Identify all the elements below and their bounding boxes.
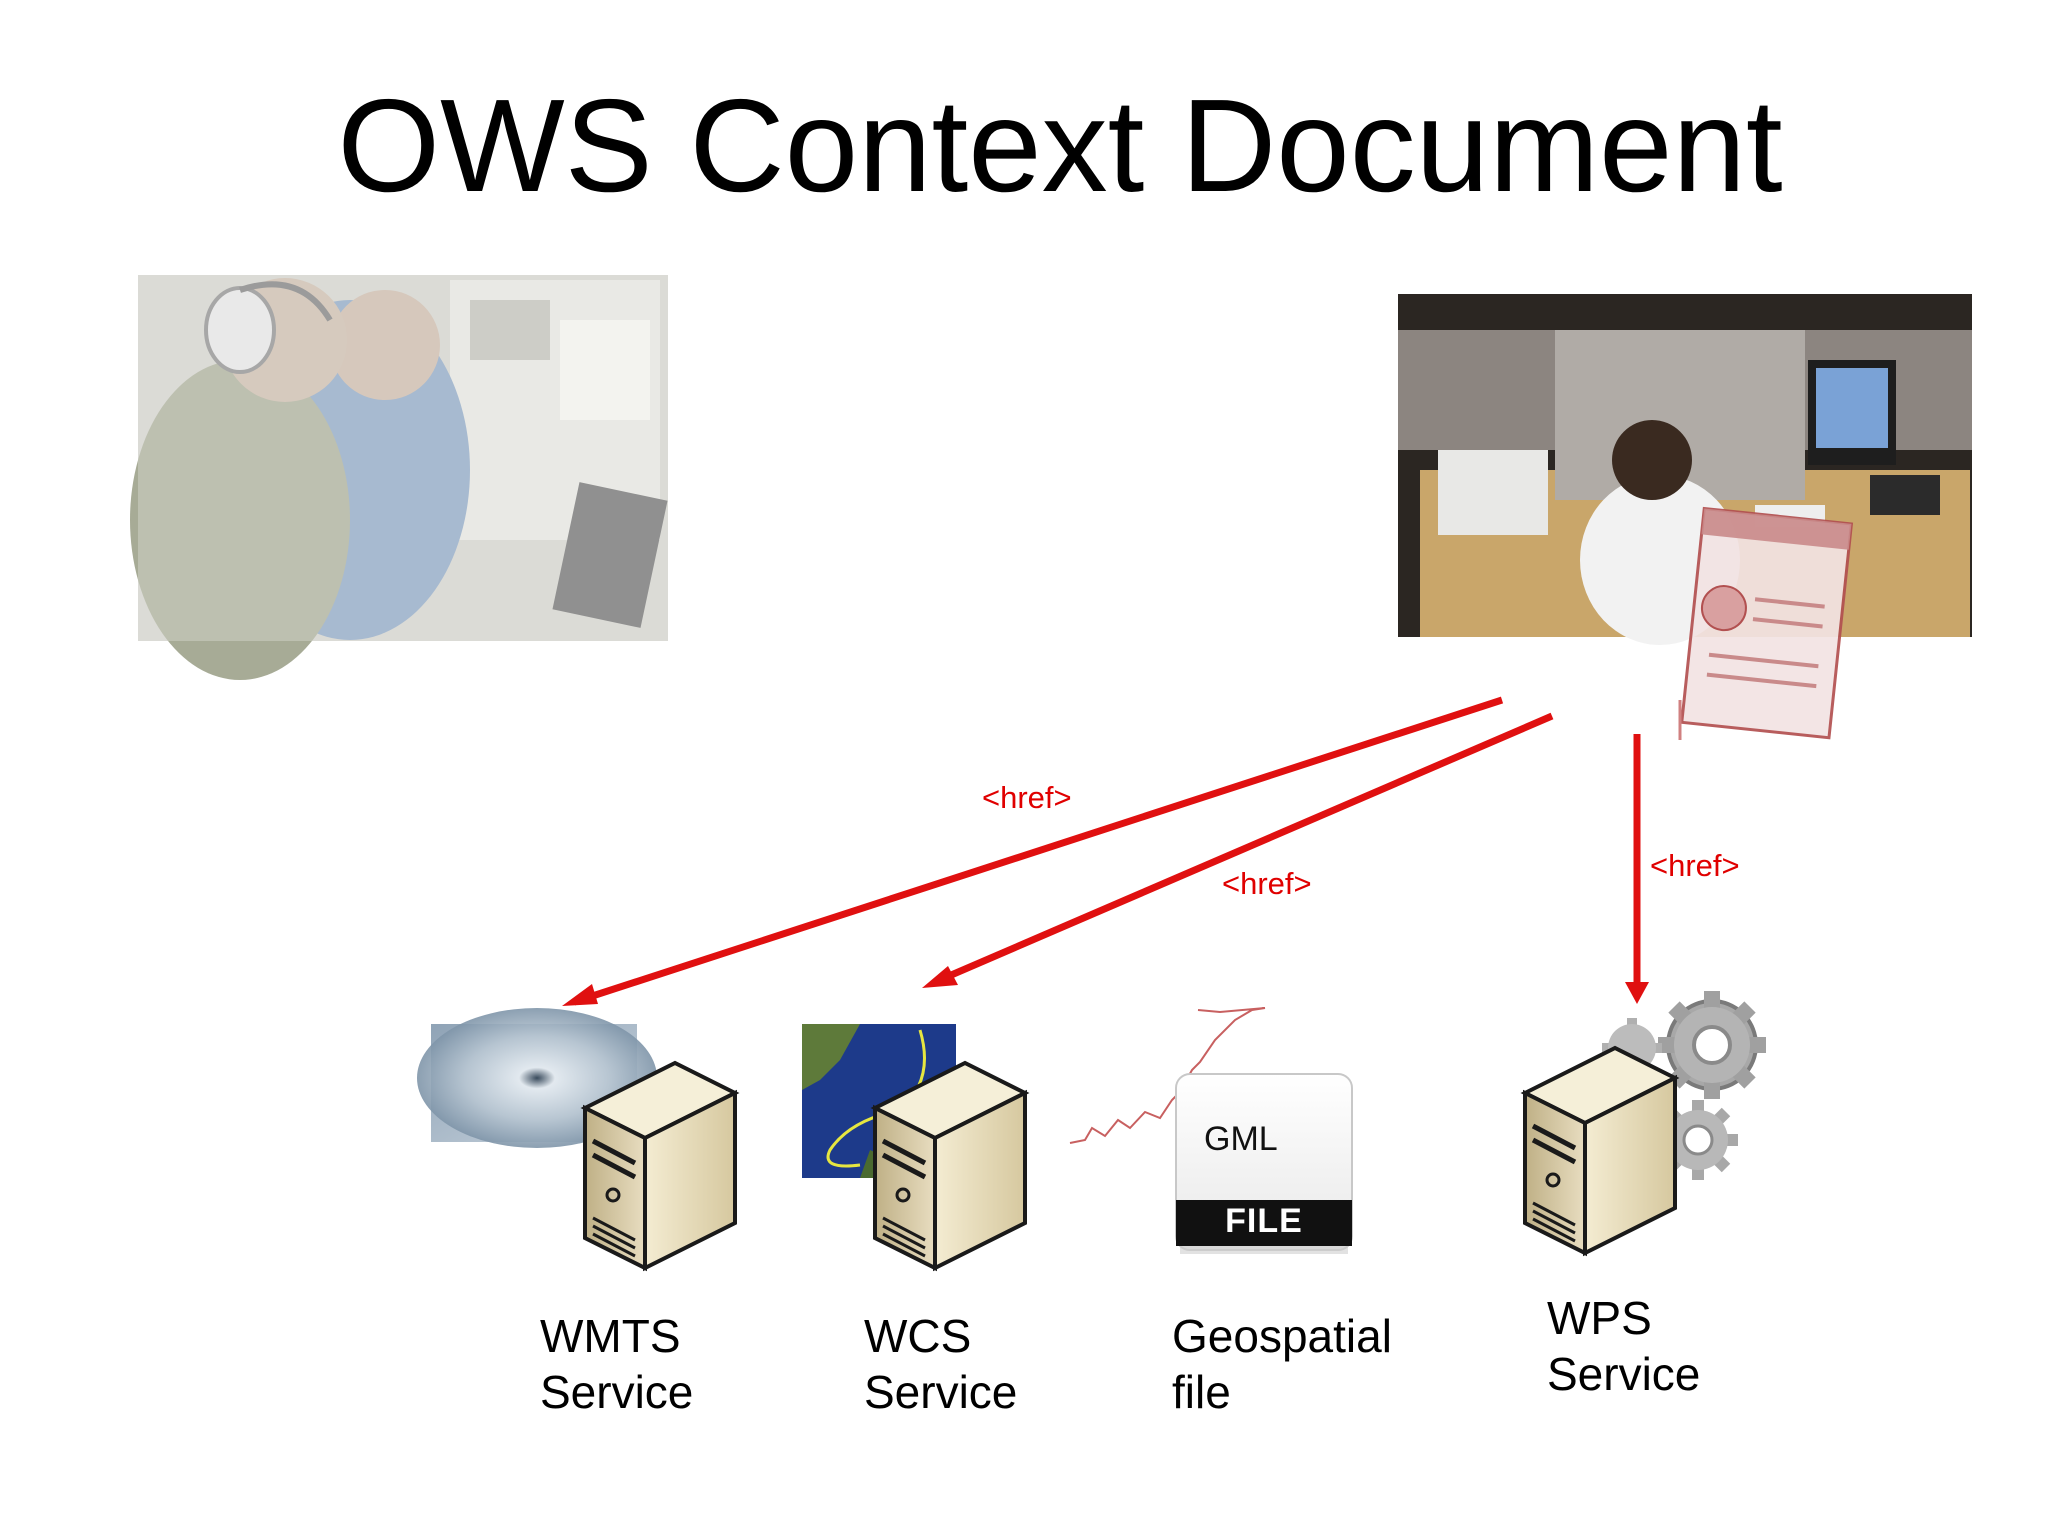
arrow-head-wcs [922, 966, 958, 988]
href-label-wcs[interactable]: <href> [1222, 866, 1312, 901]
wcs-label-line1: WCS [864, 1310, 972, 1362]
page-title: OWS Context Document [337, 72, 1783, 219]
photo-operator-at-desk [1398, 294, 1972, 645]
geospatial-label-line2: file [1172, 1366, 1231, 1418]
wps-label: WPS Service [1547, 1290, 1700, 1402]
href-label-wps[interactable]: <href> [1650, 848, 1740, 883]
wmts-label: WMTS Service [540, 1308, 693, 1420]
wps-label-line1: WPS [1547, 1292, 1652, 1344]
href-label-wmts[interactable]: <href> [982, 780, 1072, 815]
document-icon [1680, 506, 1854, 740]
arrow-head-wps [1625, 982, 1649, 1004]
arrow-to-wcs [933, 712, 1554, 986]
gml-file-icon [1175, 1073, 1353, 1254]
wmts-label-line2: Service [540, 1366, 694, 1418]
gml-file-band: FILE [1225, 1202, 1303, 1240]
wcs-server-icon [870, 1060, 1030, 1272]
wmts-server-icon [580, 1060, 740, 1272]
geospatial-label: Geospatial file [1172, 1308, 1392, 1420]
wcs-label-line2: Service [864, 1366, 1018, 1418]
wps-server-icon [1520, 1045, 1680, 1257]
arrow-to-wmts [572, 696, 1504, 1006]
href-arrows [562, 696, 1649, 1006]
arrow-head-wmts [562, 984, 598, 1006]
wmts-label-line1: WMTS [540, 1310, 681, 1362]
gml-file-type: GML [1204, 1120, 1278, 1158]
geospatial-label-line1: Geospatial [1172, 1310, 1392, 1362]
wps-label-line2: Service [1547, 1348, 1701, 1400]
wcs-label: WCS Service [864, 1308, 1017, 1420]
photo-two-men-in-cockpit [130, 275, 668, 680]
